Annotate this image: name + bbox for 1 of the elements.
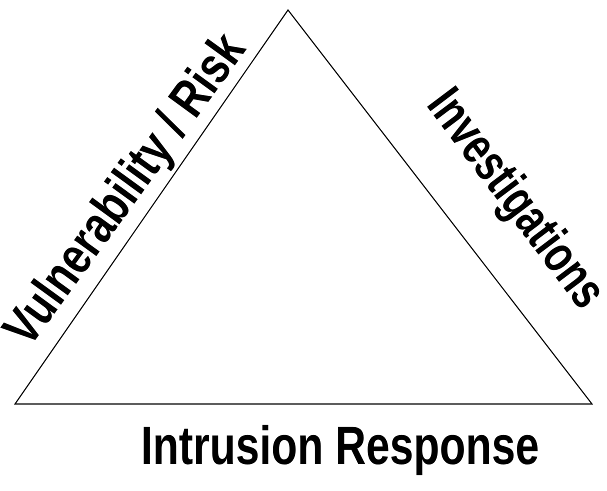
side-label: Intrusion Response bbox=[144, 424, 538, 476]
